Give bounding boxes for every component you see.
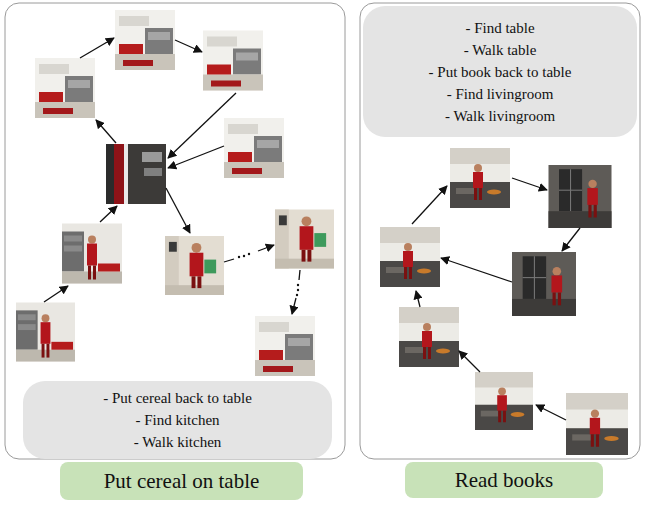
arrow: [166, 188, 190, 233]
arrow: [412, 186, 447, 224]
task-title: Put cereal on table: [104, 468, 260, 494]
step-text: - Walk table: [464, 39, 537, 61]
arrow: [536, 405, 566, 420]
task-label: Read books: [405, 462, 603, 498]
arrow: [168, 146, 224, 168]
scene-thumbnail: [106, 144, 166, 204]
scene-thumbnail: [35, 58, 95, 118]
task-title: Read books: [455, 467, 554, 493]
scene-thumbnail: [165, 236, 224, 295]
scene-thumbnail: [399, 307, 459, 367]
scene-thumbnail: [62, 224, 122, 284]
arrow: [258, 245, 274, 251]
scene-thumbnail: [115, 10, 175, 70]
arrow: [44, 286, 68, 302]
scene-thumbnail: [512, 252, 576, 316]
task-label: Put cereal on table: [60, 462, 303, 500]
arrow: [562, 228, 580, 251]
step-text: - Put cereal back to table: [103, 387, 252, 409]
arrow: [100, 206, 117, 222]
arrow: [416, 291, 420, 307]
arrow: [512, 178, 547, 190]
arrow-stub: [299, 270, 300, 280]
trajectory-stubs: [224, 259, 300, 280]
arrow: [441, 258, 512, 282]
step-text: - Walk livingroom: [445, 105, 555, 127]
scene-thumbnail: [549, 165, 612, 228]
step-text: - Find livingroom: [447, 83, 554, 105]
arrow: [80, 38, 114, 58]
panel-outline: [5, 3, 345, 459]
step-text: - Walk kitchen: [134, 431, 222, 453]
step-text: - Put book back to table: [429, 61, 572, 83]
scene-thumbnail: [275, 210, 334, 269]
scene-thumbnail: [380, 227, 440, 287]
arrow-stub: [224, 259, 234, 262]
arrow: [96, 120, 116, 143]
step-text: - Find table: [465, 17, 534, 39]
arrow: [459, 351, 480, 372]
scene-thumbnail: [450, 148, 510, 208]
arrow: [175, 40, 202, 52]
arrow: [168, 93, 236, 158]
step-list: - Find table- Walk table- Put book back …: [363, 6, 637, 137]
scene-thumbnail: [475, 372, 533, 430]
step-text: - Find kitchen: [135, 409, 219, 431]
scene-thumbnail: [224, 118, 284, 178]
ellipsis-dots: [238, 253, 299, 296]
panel-outline: [360, 3, 640, 459]
step-list: - Put cereal back to table- Find kitchen…: [23, 381, 332, 459]
scene-thumbnail: [16, 303, 75, 362]
scene-thumbnail: [203, 31, 263, 91]
scene-thumbnail: [255, 316, 315, 376]
scene-thumbnail: [566, 393, 628, 455]
trajectory-arrows: [44, 38, 580, 420]
arrow: [292, 298, 296, 314]
